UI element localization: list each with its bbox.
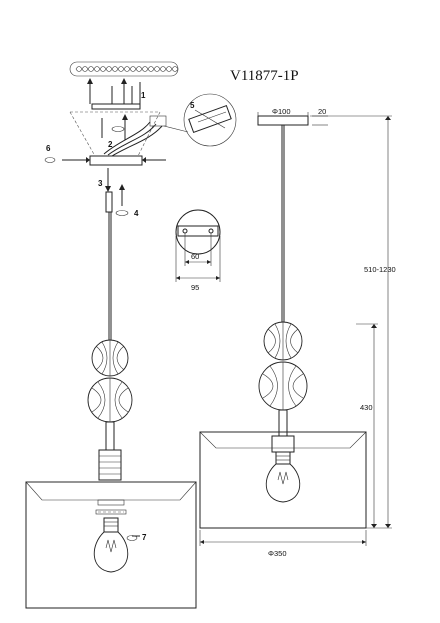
right-bulb: [265, 451, 301, 503]
body-height-dimension: [356, 323, 378, 528]
left-shade: [25, 481, 197, 609]
terminal-block-detail: [163, 93, 237, 147]
shade-diameter-label: Φ350: [268, 549, 287, 558]
crystal-strip: [69, 61, 179, 77]
body-height-label: 430: [360, 403, 373, 412]
overall-height-dimension: [310, 115, 392, 529]
bracket-screws: [101, 114, 128, 140]
left-bulb: [93, 517, 140, 573]
right-shade: [199, 431, 367, 529]
step-4-label: 4: [134, 209, 139, 218]
right-pendant: [258, 125, 308, 453]
mount-outer-dim: 95: [191, 283, 199, 292]
overall-height-label: 510-1230: [364, 265, 396, 274]
shade-diameter-dimension: [199, 530, 367, 546]
mount-plate-detail: [175, 209, 221, 282]
step-5-label: 5: [190, 101, 195, 110]
step-6-label: 6: [46, 144, 51, 153]
cord-lock: [105, 168, 129, 216]
left-pendant: [87, 212, 133, 481]
step-3-label: 3: [98, 179, 103, 188]
step-1-label: 1: [141, 91, 146, 100]
mount-inner-dim: 60: [191, 252, 199, 261]
wiring-harness: [103, 115, 167, 157]
step-7-label: 7: [142, 533, 147, 542]
step-2-label: 2: [108, 140, 113, 149]
canopy-height-dim: 20: [318, 107, 326, 116]
ceiling-anchors: [87, 78, 141, 104]
canopy-plate: [44, 155, 166, 166]
canopy-diameter-dim: Φ100: [272, 107, 291, 116]
mounting-bracket: [69, 103, 161, 157]
model-number: V11877-1P: [230, 68, 299, 84]
